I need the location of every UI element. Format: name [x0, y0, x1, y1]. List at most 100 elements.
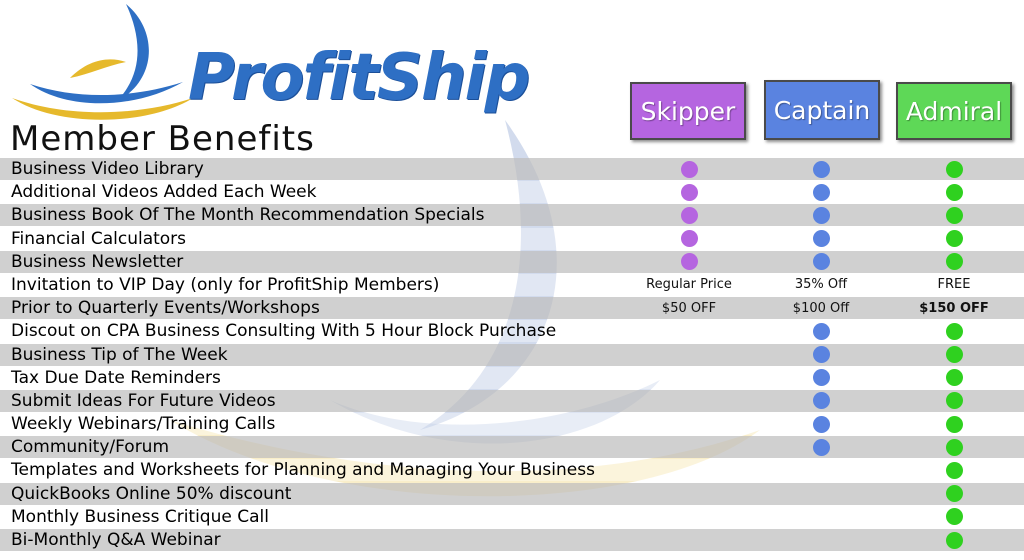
captain-included-dot-icon: [812, 346, 830, 363]
benefit-label: Prior to Quarterly Events/Workshops: [11, 298, 320, 319]
admiral-included-dot-icon: [945, 508, 963, 526]
benefit-row: Invitation to VIP Day (only for ProfitSh…: [0, 273, 1024, 296]
captain-price-text: $100 Off: [792, 300, 850, 316]
benefit-row: Weekly Webinars/Training Calls: [0, 413, 1024, 436]
captain-cell: [756, 181, 886, 203]
admiral-included-dot-icon: [945, 485, 963, 503]
benefit-label: Bi-Monthly Q&A Webinar: [11, 530, 221, 550]
benefit-row: Financial Calculators: [0, 227, 1024, 250]
admiral-included-dot-icon: [945, 183, 963, 201]
captain-cell: $100 Off: [756, 297, 886, 319]
admiral-included-dot-icon: [945, 392, 963, 410]
admiral-price-text: FREE: [937, 277, 971, 293]
skipper-included-dot-icon: [680, 160, 698, 178]
benefit-label: Submit Ideas For Future Videos: [11, 390, 276, 411]
skipper-cell: Regular Price: [624, 274, 754, 296]
admiral-included-dot-icon: [945, 160, 963, 178]
skipper-cell: [624, 228, 754, 250]
skipper-cell: [624, 320, 754, 342]
admiral-cell: [889, 436, 1019, 458]
admiral-cell: [889, 483, 1019, 505]
skipper-included-dot-icon: [680, 206, 698, 224]
benefit-label: Community/Forum: [11, 437, 170, 458]
benefit-label: Additional Videos Added Each Week: [11, 182, 317, 203]
admiral-cell: [889, 413, 1019, 435]
skipper-included-dot-icon: [680, 230, 698, 248]
benefit-row: Additional Videos Added Each Week: [0, 181, 1024, 204]
benefit-label: Business Newsletter: [11, 251, 184, 272]
skipper-cell: $50 OFF: [624, 297, 754, 319]
skipper-price-text: $50 OFF: [661, 300, 717, 316]
benefit-label: Discout on CPA Business Consulting With …: [11, 321, 557, 342]
benefit-label: Business Tip of The Week: [11, 344, 228, 365]
benefit-label: Financial Calculators: [11, 228, 187, 249]
benefit-label: Tax Due Date Reminders: [11, 367, 221, 388]
captain-cell: [756, 204, 886, 226]
admiral-included-dot-icon: [945, 531, 963, 549]
captain-tier-button[interactable]: Captain: [764, 80, 880, 140]
admiral-cell: FREE: [889, 274, 1019, 296]
skipper-cell: [624, 181, 754, 203]
benefit-label: Invitation to VIP Day (only for ProfitSh…: [11, 274, 440, 295]
admiral-included-dot-icon: [945, 346, 963, 363]
skipper-cell: [624, 367, 754, 389]
captain-cell: [756, 390, 886, 412]
skipper-included-dot-icon: [680, 183, 698, 201]
skipper-cell: [624, 158, 754, 180]
brand-name: ProfitShip: [188, 41, 530, 115]
captain-cell: [756, 413, 886, 435]
admiral-cell: [889, 367, 1019, 389]
admiral-cell: [889, 390, 1019, 412]
admiral-cell: [889, 181, 1019, 203]
skipper-cell: [624, 506, 754, 528]
admiral-included-dot-icon: [945, 438, 963, 456]
admiral-included-dot-icon: [945, 253, 963, 271]
skipper-cell: [624, 436, 754, 458]
benefit-label: Business Book Of The Month Recommendatio…: [11, 205, 485, 226]
benefit-label: Templates and Worksheets for Planning an…: [11, 460, 595, 481]
skipper-cell: [624, 483, 754, 505]
admiral-cell: [889, 251, 1019, 273]
captain-cell: [756, 529, 886, 551]
captain-cell: [756, 251, 886, 273]
skipper-tier-button[interactable]: Skipper: [630, 82, 746, 140]
admiral-included-dot-icon: [945, 206, 963, 224]
captain-cell: [756, 506, 886, 528]
captain-included-dot-icon: [812, 206, 830, 224]
skipper-price-text: Regular Price: [646, 277, 732, 293]
admiral-included-dot-icon: [945, 461, 963, 479]
benefit-row: Prior to Quarterly Events/Workshops $50 O…: [0, 297, 1024, 320]
captain-price-text: 35% Off: [794, 277, 848, 293]
benefit-row: Business Book Of The Month Recommendatio…: [0, 204, 1024, 227]
captain-cell: [756, 228, 886, 250]
benefit-row: Tax Due Date Reminders: [0, 366, 1024, 389]
admiral-cell: [889, 158, 1019, 180]
admiral-included-dot-icon: [945, 230, 963, 248]
admiral-cell: [889, 459, 1019, 481]
benefit-label: Weekly Webinars/Training Calls: [11, 414, 276, 435]
skipper-included-dot-icon: [680, 253, 698, 271]
benefit-row: Community/Forum: [0, 436, 1024, 459]
sailboat-logo-icon: [12, 4, 193, 120]
admiral-tier-button[interactable]: Admiral: [896, 82, 1012, 140]
captain-included-dot-icon: [812, 392, 830, 410]
profitship-logo: ProfitShip: [8, 0, 530, 126]
admiral-price-text: $150 OFF: [919, 300, 989, 316]
captain-cell: [756, 320, 886, 342]
admiral-included-dot-icon: [945, 369, 963, 387]
benefit-label: QuickBooks Online 50% discount: [11, 483, 292, 504]
benefit-row: QuickBooks Online 50% discount: [0, 482, 1024, 505]
admiral-included-dot-icon: [945, 415, 963, 433]
benefit-row: Templates and Worksheets for Planning an…: [0, 459, 1024, 482]
captain-cell: [756, 436, 886, 458]
captain-included-dot-icon: [812, 369, 830, 387]
skipper-cell: [624, 251, 754, 273]
benefit-row: Bi-Monthly Q&A Webinar: [0, 529, 1024, 551]
captain-included-dot-icon: [812, 415, 830, 433]
admiral-cell: $150 OFF: [889, 297, 1019, 319]
captain-cell: [756, 158, 886, 180]
benefit-row: Business Newsletter: [0, 250, 1024, 273]
skipper-cell: [624, 204, 754, 226]
admiral-cell: [889, 320, 1019, 342]
